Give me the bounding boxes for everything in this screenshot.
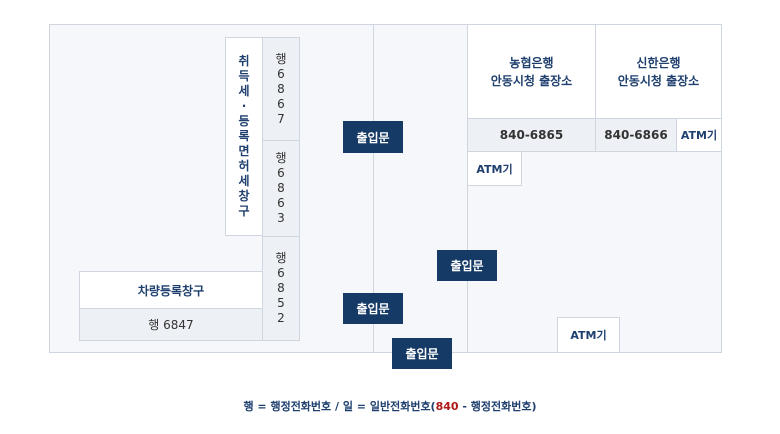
vertical-char: 6 (277, 96, 285, 111)
entrance-door: 출입문 (392, 338, 452, 369)
vertical-char: 허 (238, 159, 250, 173)
vertical-char: 세 (238, 84, 250, 98)
shinhan-bank-branch: 안동시청 출장소 (617, 73, 700, 88)
entrance-door: 출입문 (343, 293, 403, 324)
vertical-char: 2 (277, 311, 285, 325)
shinhan-bank-name: 신한은행 (636, 55, 681, 70)
vertical-char: 구 (238, 204, 250, 218)
shinhan-bank-label: 신한은행 안동시청 출장소 (595, 24, 722, 119)
vertical-char: 6 (277, 266, 285, 280)
vertical-char: 8 (277, 181, 285, 195)
entrance-door: 출입문 (437, 250, 497, 281)
nh-bank-name: 농협은행 (509, 55, 554, 70)
vertical-char: 등 (238, 114, 250, 128)
legend-text-end: - 행정전화번호) (458, 400, 537, 413)
nh-bank-label: 농협은행 안동시청 출장소 (467, 24, 596, 119)
vertical-char: 3 (277, 211, 285, 225)
vertical-char: 행 (275, 251, 287, 265)
vertical-char: · (241, 99, 247, 113)
legend: 행 = 행정전화번호 / 일 = 일반전화번호(840 - 행정전화번호) (0, 398, 780, 414)
atm-box: ATM기 (467, 151, 522, 186)
vertical-char: 6 (277, 166, 285, 180)
nh-bank-phone: 840-6865 (467, 118, 596, 152)
vertical-char: 8 (277, 81, 285, 96)
vertical-char: 5 (277, 296, 285, 310)
atm-box: ATM기 (557, 317, 620, 353)
nh-bank-branch: 안동시청 출장소 (490, 73, 573, 88)
vertical-char: 록 (238, 129, 250, 143)
vertical-char: 취 (238, 54, 250, 68)
divider-line (373, 25, 374, 352)
vertical-char: 8 (277, 281, 285, 295)
entrance-door: 출입문 (343, 121, 403, 153)
vertical-char: 행 (275, 51, 287, 66)
vertical-char: 6 (277, 66, 285, 81)
car-registration-phone: 행 6847 (79, 308, 263, 341)
vertical-char: 득 (238, 69, 250, 83)
atm-box: ATM기 (676, 118, 722, 152)
vertical-char: 6 (277, 196, 285, 210)
vertical-char: 행 (275, 151, 287, 165)
vertical-char: 면 (238, 144, 250, 158)
car-registration-window: 차량등록창구 (79, 271, 263, 309)
legend-highlight: 840 (435, 400, 459, 413)
divider-line (467, 25, 468, 352)
vertical-char: 세 (238, 174, 250, 188)
legend-text: 행 = 행정전화번호 / 일 = 일반전화번호( (243, 400, 436, 413)
vertical-char: 7 (277, 111, 285, 126)
vertical-char: 창 (238, 189, 250, 203)
shinhan-bank-phone: 840-6866 (595, 118, 677, 152)
